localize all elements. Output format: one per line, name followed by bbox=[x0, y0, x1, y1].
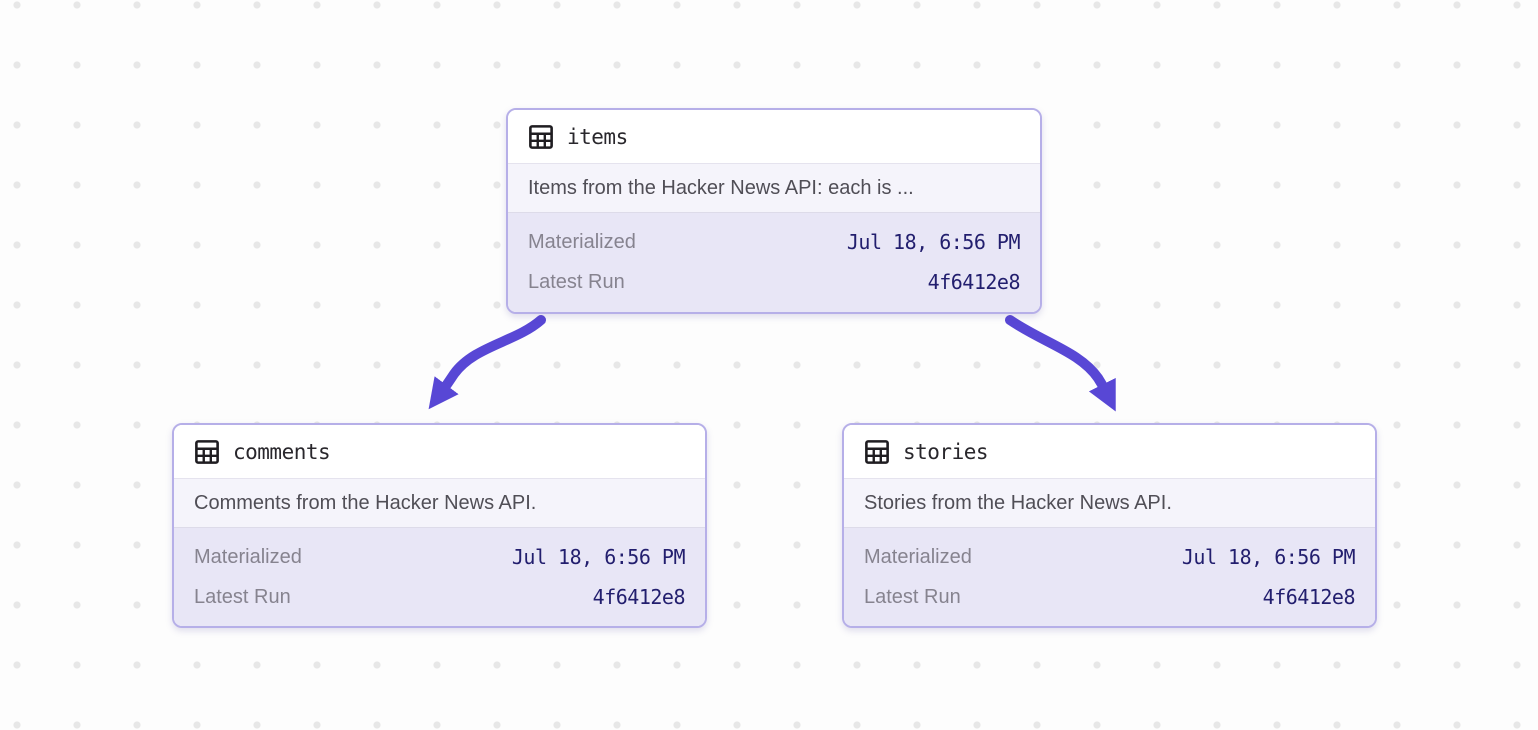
stat-value: Jul 18, 6:56 PM bbox=[511, 545, 686, 569]
stat-row-latest-run: Latest Run 4f6412e8 bbox=[864, 577, 1356, 617]
stat-label: Latest Run bbox=[528, 270, 625, 293]
asset-description: Items from the Hacker News API: each is … bbox=[508, 163, 1040, 213]
asset-name: stories bbox=[903, 439, 989, 464]
asset-node-header: stories bbox=[844, 425, 1375, 478]
asset-name: comments bbox=[233, 439, 331, 464]
edge-items-to-comments-arrow bbox=[428, 315, 546, 410]
stat-row-materialized: Materialized Jul 18, 6:56 PM bbox=[864, 537, 1356, 577]
stat-label: Latest Run bbox=[864, 585, 961, 608]
table-icon bbox=[864, 439, 890, 465]
table-icon bbox=[194, 439, 220, 465]
stat-label: Materialized bbox=[194, 545, 302, 568]
asset-node-comments[interactable]: comments Comments from the Hacker News A… bbox=[172, 423, 707, 628]
asset-node-header: items bbox=[508, 110, 1040, 163]
stat-value: 4f6412e8 bbox=[592, 585, 686, 609]
asset-node-items[interactable]: items Items from the Hacker News API: ea… bbox=[506, 108, 1042, 314]
stat-row-latest-run: Latest Run 4f6412e8 bbox=[194, 577, 686, 617]
stat-label: Latest Run bbox=[194, 585, 291, 608]
asset-stats: Materialized Jul 18, 6:56 PM Latest Run … bbox=[508, 213, 1040, 312]
asset-name: items bbox=[567, 124, 628, 149]
asset-stats: Materialized Jul 18, 6:56 PM Latest Run … bbox=[174, 528, 705, 626]
asset-node-header: comments bbox=[174, 425, 705, 478]
stat-row-latest-run: Latest Run 4f6412e8 bbox=[528, 262, 1021, 302]
stat-value: 4f6412e8 bbox=[1262, 585, 1356, 609]
stat-value: 4f6412e8 bbox=[927, 270, 1021, 294]
asset-node-stories[interactable]: stories Stories from the Hacker News API… bbox=[842, 423, 1377, 628]
stat-value: Jul 18, 6:56 PM bbox=[846, 230, 1021, 254]
edge-items-to-stories-arrow bbox=[1005, 315, 1116, 412]
table-icon bbox=[528, 124, 554, 150]
stat-row-materialized: Materialized Jul 18, 6:56 PM bbox=[528, 222, 1021, 262]
asset-description: Stories from the Hacker News API. bbox=[844, 478, 1375, 528]
stat-row-materialized: Materialized Jul 18, 6:56 PM bbox=[194, 537, 686, 577]
stat-label: Materialized bbox=[528, 230, 636, 253]
asset-description: Comments from the Hacker News API. bbox=[174, 478, 705, 528]
stat-label: Materialized bbox=[864, 545, 972, 568]
stat-value: Jul 18, 6:56 PM bbox=[1181, 545, 1356, 569]
asset-stats: Materialized Jul 18, 6:56 PM Latest Run … bbox=[844, 528, 1375, 626]
